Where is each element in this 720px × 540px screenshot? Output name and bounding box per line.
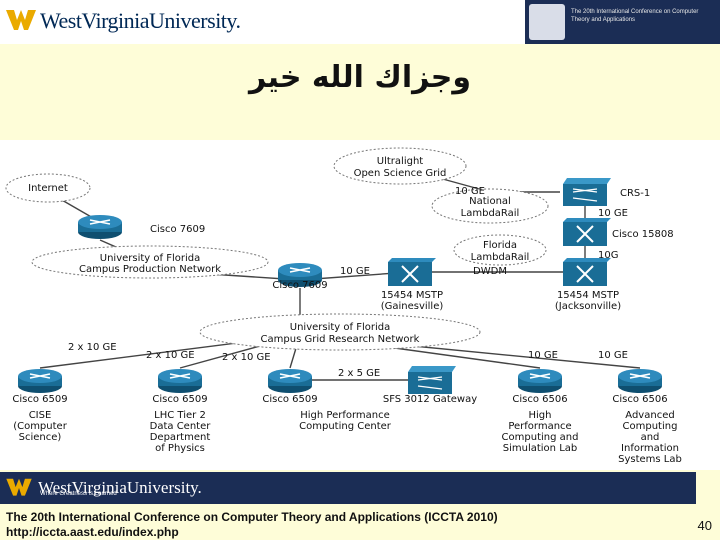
wvu-wordmark: WestVirginiaUniversity. xyxy=(40,8,241,33)
switch-label-hpc: Cisco 6509 xyxy=(262,394,317,405)
conference-url[interactable]: http://iccta.aast.edu/index.php xyxy=(6,525,179,539)
gateway-switch-icon xyxy=(407,365,457,395)
cisco-15808-switch-icon xyxy=(562,217,612,247)
crs-1-label: CRS-1 xyxy=(620,188,650,199)
conference-line-1: The 20th International Conference on Com… xyxy=(6,510,498,524)
cisco-7609-top-router-icon xyxy=(77,214,123,240)
footer-wordmark: WestVirginiaUniversity. xyxy=(38,478,202,497)
switch-label-hcs: Cisco 6506 xyxy=(512,394,567,405)
conference-banner-text: The 20th International Conference on Com… xyxy=(571,9,699,23)
flying-wv-icon xyxy=(6,10,36,30)
cisco-15808-label: Cisco 15808 xyxy=(612,229,674,240)
link-label-acis: 10 GE xyxy=(598,350,628,361)
page-number: 40 xyxy=(697,518,712,533)
switch-label-lhc: Cisco 6509 xyxy=(152,394,207,405)
link-label-crs: 10 GE xyxy=(598,208,628,219)
cloud-internet xyxy=(5,173,91,203)
switch-label-cise: Cisco 6509 xyxy=(12,394,67,405)
site-hcs-2: Performance xyxy=(508,421,571,432)
link-label-hcs: 10 GE xyxy=(528,350,558,361)
link-label-hpc: 2 x 10 GE xyxy=(222,352,271,363)
nlr-label-1: National xyxy=(469,196,511,207)
mstp-jacksonville-label-2: (Jacksonville) xyxy=(555,301,621,312)
link-label-cise: 2 x 10 GE xyxy=(68,342,117,353)
switch-label-acis: Cisco 6506 xyxy=(612,394,667,405)
cloud-flr xyxy=(453,234,547,266)
cisco-7609-top-label: Cisco 7609 xyxy=(150,224,205,235)
mstp-gainesville-switch-icon xyxy=(387,257,437,287)
footer-tagline: Where Greatness is Learned xyxy=(40,491,117,497)
link-label-lhc: 2 x 10 GE xyxy=(146,350,195,361)
conference-badge-icon xyxy=(529,4,565,40)
cloud-ultralight xyxy=(333,147,467,185)
site-acis-5: Systems Lab xyxy=(618,454,682,465)
cloud-ufcgrn xyxy=(199,313,481,351)
mstp-jacksonville-label-1: 15454 MSTP xyxy=(557,290,619,301)
link-label-nlr: 10 GE xyxy=(455,186,485,197)
site-lhc-3: Department xyxy=(150,432,211,443)
site-lhc-1: LHC Tier 2 xyxy=(154,410,206,421)
site-hpc-2: Computing Center xyxy=(299,421,392,432)
ufcpn-label-1: University of Florida xyxy=(100,253,200,264)
crs-1-router-icon xyxy=(562,177,612,207)
wvu-logo: WestVirginiaUniversity. xyxy=(6,4,241,38)
site-lhc-4: of Physics xyxy=(155,443,205,454)
ufcpn-label-2: Campus Production Network xyxy=(79,264,221,275)
mstp-gainesville-label-2: (Gainesville) xyxy=(381,301,444,312)
footer-bar: WestVirginiaUniversity. Where Greatness … xyxy=(0,472,696,504)
site-hcs-4: Simulation Lab xyxy=(503,443,578,454)
switch-label-gateway: SFS 3012 Gateway xyxy=(383,394,477,405)
cise-switch-icon xyxy=(17,368,63,394)
flr-label-1: Florida xyxy=(483,240,517,251)
network-diagram: Internet Ultralight Open Science Grid Na… xyxy=(0,140,720,470)
site-hpc-1: High Performance xyxy=(300,410,390,421)
conference-footer: The 20th International Conference on Com… xyxy=(6,510,498,540)
mstp-jacksonville-switch-icon xyxy=(562,257,612,287)
site-acis-2: Computing xyxy=(623,421,678,432)
hpc-switch-icon xyxy=(267,368,313,394)
hcs-switch-icon xyxy=(517,368,563,394)
site-lhc-2: Data Center xyxy=(150,421,212,432)
site-cise-3: Science) xyxy=(19,432,62,443)
link-label-10g: 10G xyxy=(598,250,618,261)
link-label-mstp: 10 GE xyxy=(340,266,370,277)
link-label-gateway: 2 x 5 GE xyxy=(338,368,380,379)
conference-banner: The 20th International Conference on Com… xyxy=(525,0,720,44)
site-cise-1: CISE xyxy=(29,410,52,421)
nlr-label-2: LambdaRail xyxy=(461,208,520,219)
ufcgrn-label-2: Campus Grid Research Network xyxy=(261,334,420,345)
site-cise-2: (Computer xyxy=(13,421,68,432)
internet-label: Internet xyxy=(28,183,68,194)
cisco-7609-mid-label: Cisco 7609 xyxy=(272,280,327,291)
ufcgrn-label-1: University of Florida xyxy=(290,322,390,333)
dwdm-label: DWDM xyxy=(473,266,507,277)
cloud-ufcpn xyxy=(31,245,269,279)
footer-flying-wv-icon xyxy=(6,478,32,496)
header-bar: WestVirginiaUniversity. The 20th Interna… xyxy=(0,0,720,44)
lhc-switch-icon xyxy=(157,368,203,394)
site-hcs-3: Computing and xyxy=(502,432,579,443)
site-acis-1: Advanced xyxy=(625,410,674,421)
ultralight-label-1: Ultralight xyxy=(377,156,424,167)
mstp-gainesville-label-1: 15454 MSTP xyxy=(381,290,443,301)
flr-label-2: LambdaRail xyxy=(471,252,530,263)
site-acis-4: Information xyxy=(621,443,679,454)
ultralight-label-2: Open Science Grid xyxy=(354,168,447,179)
cloud-nlr xyxy=(431,188,549,224)
arabic-title: وجزاك الله خير xyxy=(248,60,472,95)
site-hcs-1: High xyxy=(529,410,552,421)
acis-switch-icon xyxy=(617,368,663,394)
site-acis-3: and xyxy=(641,432,660,443)
footer-wvu-logo: WestVirginiaUniversity. xyxy=(4,476,202,500)
